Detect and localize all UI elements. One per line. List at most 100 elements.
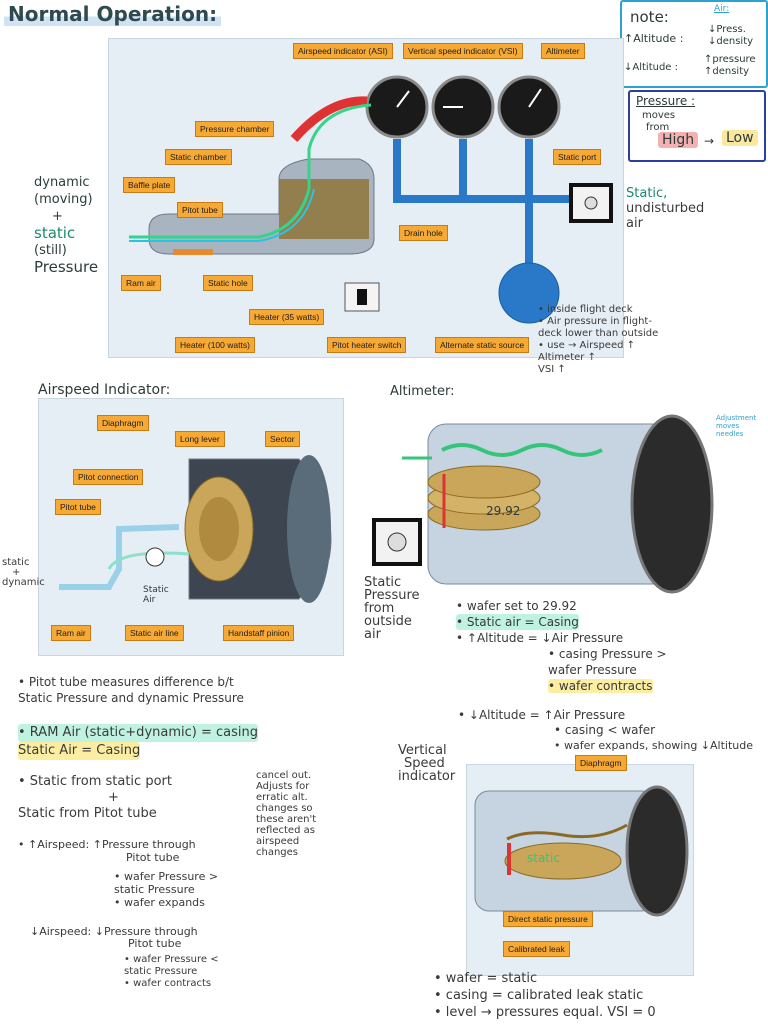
- note-box: note: Air: ↑Altitude : ↓Press. ↓density …: [620, 0, 768, 88]
- note-line: • wafer Pressure <: [124, 954, 219, 965]
- label-pressure-chamber: Pressure chamber: [195, 121, 275, 137]
- note-line: • use → Airspeed ↑: [538, 340, 636, 351]
- altimeter-diagram: 29.92: [372, 410, 722, 600]
- note-down-alt-effect-2: ↑density: [704, 66, 750, 77]
- note-line: needles: [716, 430, 744, 438]
- note-line: (moving): [34, 192, 93, 207]
- altimeter-bullets-2: • ↓Altitude = ↑Air Pressure • casing < w…: [458, 708, 768, 753]
- label-handstaff-pinion: Handstaff pinion: [223, 625, 295, 641]
- asi-diagram: Diaphragm Long lever Sector Pitot connec…: [38, 398, 344, 656]
- label-sector: Sector: [265, 431, 300, 447]
- note-line: • wafer contracts: [124, 978, 212, 989]
- note-line: Speed: [404, 756, 445, 771]
- bullet: • casing = calibrated leak static: [434, 988, 644, 1003]
- vsi-heading: Vertical Speed indicator: [398, 744, 455, 783]
- note-line: from: [364, 601, 395, 616]
- label-diaphragm: Diaphragm: [97, 415, 149, 431]
- note-line: static Pressure: [114, 883, 195, 896]
- label-static-chamber: Static chamber: [165, 149, 232, 165]
- bullet: • Static air = Casing: [456, 614, 579, 630]
- note-line: dynamic: [2, 577, 45, 588]
- note-title: note:: [630, 8, 669, 26]
- label-direct-static: Direct static pressure: [503, 911, 593, 927]
- bullet: • wafer = static: [434, 971, 538, 986]
- bullet: • casing Pressure >: [548, 647, 667, 661]
- note-line: air: [626, 216, 643, 231]
- vsi-bullets: • wafer = static • casing = calibrated l…: [434, 970, 764, 1021]
- pressure-title: Pressure :: [636, 94, 696, 108]
- note-line: • wafer expands: [114, 896, 205, 909]
- note-line: outside: [364, 614, 412, 629]
- note-line: deck lower than outside: [538, 328, 659, 339]
- note-line: • wafer Pressure >: [114, 870, 219, 883]
- label-static-hole: Static hole: [203, 275, 253, 291]
- note-line: reflected as: [256, 825, 315, 836]
- note-line: cancel out.: [256, 770, 312, 781]
- page-title: Normal Operation:: [4, 2, 222, 26]
- vsi-drawing: [474, 785, 689, 917]
- note-air-label: Air:: [714, 4, 730, 14]
- asi-drawing: [59, 455, 332, 603]
- altimeter-bullets: • wafer set to 29.92 • Static air = Casi…: [456, 598, 768, 694]
- note-line: Air: [143, 595, 156, 605]
- label-heater-35: Heater (35 watts): [249, 309, 325, 325]
- asi-static-notes: • Static from static port + Static from …: [18, 774, 172, 822]
- cancel-out-note: cancel out. Adjusts for erratic alt. cha…: [256, 770, 316, 858]
- note-line: Static Air = Casing: [18, 742, 141, 760]
- note-line: Pitot tube: [126, 851, 180, 864]
- label-static-air-line: Static air line: [125, 625, 184, 641]
- asi-notes: • Pitot tube measures difference b/t Sta…: [18, 674, 378, 706]
- alternate-static-note: • inside flight deck • Air pressure in f…: [538, 304, 658, 376]
- note-line: • inside flight deck: [538, 304, 633, 315]
- note-line: Static: [364, 575, 402, 590]
- label-ram-air: Ram air: [121, 275, 161, 291]
- note-line: Static,: [626, 186, 668, 201]
- bullet: • ↓Altitude = ↑Air Pressure: [458, 708, 626, 722]
- note-line: air: [364, 627, 381, 642]
- note-line: Static: [143, 585, 169, 595]
- note-line: • ↑Airspeed: ↑Pressure through: [18, 838, 196, 851]
- note-up-alt: ↑Altitude :: [624, 32, 684, 45]
- note-line: these aren't: [256, 814, 317, 825]
- bullet: • wafer set to 29.92: [456, 599, 577, 613]
- pressure-line1: moves: [642, 110, 676, 121]
- pressure-line2: from: [646, 122, 670, 133]
- note-line: Pressure: [34, 258, 99, 276]
- note-line: Pressure: [364, 588, 420, 603]
- note-line: ↓Airspeed: ↓Pressure through: [30, 925, 198, 938]
- note-up-alt-effect-2: ↓density: [708, 36, 754, 47]
- label-static-port: Static port: [553, 149, 602, 165]
- altimeter-static-note: Static Pressure from outside air: [364, 576, 420, 641]
- note-line: • RAM Air (static+dynamic) = casing: [18, 724, 258, 742]
- note-line: • Static from static port: [18, 774, 172, 789]
- label-baffle-plate: Baffle plate: [123, 177, 176, 193]
- label-heater-100: Heater (100 watts): [175, 337, 255, 353]
- note-line: indicator: [398, 769, 456, 784]
- asi-side-note: static + dynamic: [2, 558, 45, 588]
- note-line: Static from Pitot tube: [18, 806, 157, 821]
- label-vsi: Vertical speed indicator (VSI): [403, 43, 523, 59]
- adjustment-note: Adjustment moves needles: [716, 414, 756, 438]
- label-altimeter: Altimeter: [541, 43, 585, 59]
- note-down-alt: ↓Altitude :: [624, 62, 679, 73]
- bullet: • ↑Altitude = ↓Air Pressure: [456, 631, 624, 645]
- note-line: Adjustment: [716, 414, 757, 422]
- pitot-static-diagram: Airspeed indicator (ASI) Vertical speed …: [108, 38, 624, 358]
- note-line: Static Pressure and dynamic Pressure: [18, 691, 244, 705]
- note-line: moves: [716, 422, 740, 430]
- up-airspeed-notes: • ↑Airspeed: ↑Pressure through Pitot tub…: [18, 838, 218, 909]
- pressure-low: Low: [722, 130, 758, 146]
- bullet: • level → pressures equal. VSI = 0: [434, 1005, 656, 1020]
- asi-ram-notes: • RAM Air (static+dynamic) = casing Stat…: [18, 724, 258, 760]
- note-line: changes so: [256, 803, 313, 814]
- note-line: • Air pressure in flight-: [538, 316, 652, 327]
- label-long-lever: Long lever: [175, 431, 225, 447]
- bullet: • wafer contracts: [456, 678, 768, 694]
- note-line: dynamic: [34, 175, 90, 190]
- note-line: airspeed: [256, 836, 300, 847]
- note-line: static Pressure: [124, 966, 198, 977]
- vsi-diagram: static Diaphragm Direct static pressure …: [466, 755, 694, 976]
- label-pitot-tube: Pitot tube: [55, 499, 101, 515]
- note-line: undisturbed: [626, 201, 705, 216]
- note-line: +: [108, 790, 119, 805]
